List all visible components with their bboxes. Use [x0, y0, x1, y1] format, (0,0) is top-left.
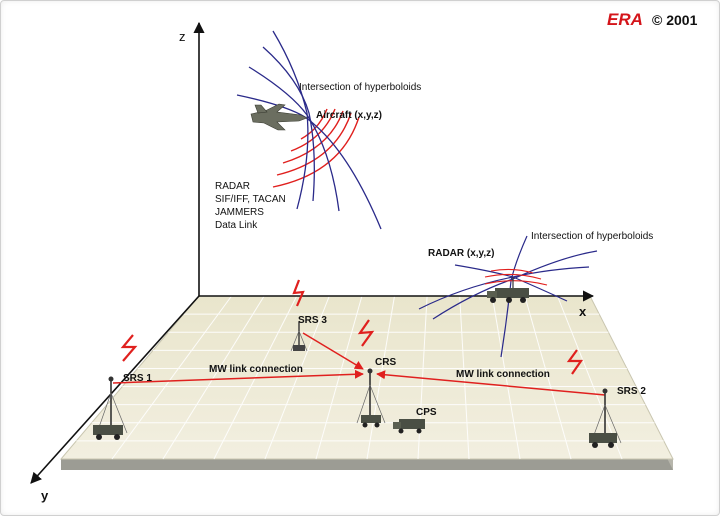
mw-link-left-label: MW link connection: [209, 364, 303, 375]
srs3-label: SRS 3: [298, 315, 327, 326]
signal-bolt-srs2: [566, 349, 584, 375]
srs1-label: SRS 1: [123, 373, 152, 384]
radar-hyperboloids: [418, 235, 598, 358]
emitter-sif-iff-tacan: SIF/IFF, TACAN: [215, 194, 286, 205]
mw-link-srs2-crs: [376, 370, 606, 396]
signal-bolt-srs1: [120, 334, 138, 362]
grid-line: [111, 295, 232, 460]
emitter-data-link: Data Link: [215, 220, 258, 231]
y-axis: [30, 295, 200, 484]
crs-station: [356, 368, 386, 428]
ground-plane-top: [59, 295, 674, 460]
crs-label: CRS: [375, 357, 396, 368]
srs3-station: [290, 322, 308, 352]
aircraft-icon: [250, 103, 308, 131]
signal-bolt-srs3: [292, 279, 305, 307]
srs2-station: [589, 388, 622, 448]
grid-line: [315, 295, 363, 460]
grid-line: [264, 295, 330, 460]
aircraft-hyperbola-curves: [236, 30, 382, 230]
grid-line: [524, 295, 572, 460]
mw-link-srs3-crs: [302, 332, 364, 370]
aircraft-label: Aircraft (x,y,z): [316, 110, 382, 121]
era-logo: ERA: [607, 10, 643, 29]
y-axis-label: y: [41, 488, 49, 503]
radar-truck-icon: [487, 277, 529, 303]
grid-line: [491, 295, 521, 460]
aircraft-hyperboloids: [236, 30, 382, 230]
emitter-radar: RADAR: [215, 181, 250, 192]
z-axis-label: z: [179, 29, 186, 44]
srs2-label: SRS 2: [617, 386, 646, 397]
radar-wavefronts: [484, 268, 548, 286]
cps-label: CPS: [416, 407, 437, 418]
emitter-jammers: JAMMERS: [215, 207, 264, 218]
grid-line: [162, 295, 265, 460]
mw-link-right-label: MW link connection: [456, 369, 550, 380]
copyright-text: © 2001: [652, 12, 698, 28]
mw-link-srs1-crs: [112, 369, 364, 384]
cps-vehicle: [393, 419, 425, 434]
radar-label: RADAR (x,y,z): [428, 248, 494, 259]
grid-line: [459, 295, 470, 460]
mw-links: [112, 332, 606, 396]
srs1-station: [93, 376, 128, 440]
signal-bolt-crs: [357, 319, 375, 347]
ground-plane-front-edge: [61, 459, 673, 470]
radar-intersection-label: Intersection of hyperboloids: [531, 231, 653, 242]
grid-line: [556, 295, 623, 460]
x-axis-label: x: [579, 304, 587, 319]
signal-bolts: [120, 279, 584, 375]
aircraft-intersection-label: Intersection of hyperboloids: [299, 82, 421, 93]
